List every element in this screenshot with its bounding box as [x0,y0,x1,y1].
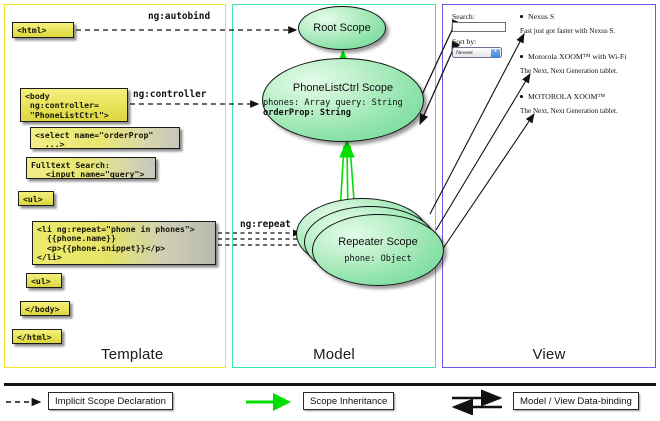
legend-green-arrow-icon [246,393,291,411]
panel-template-label: Template [101,346,164,363]
code-box-fulltext-search[interactable]: Fulltext Search: <input name="query"> [26,157,156,179]
sort-select-value: Newest [456,50,473,56]
phone-snippet: Fast just got faster with Nexus S. [520,27,616,35]
panel-model: Model [232,4,436,368]
phone-name: Motorola XOOM™ with Wi-Fi [520,52,648,61]
phone-name: MOTOROLA XOOM™ [520,92,648,101]
phone-name: Nexus S [520,12,648,21]
legend-double-arrow-icon [451,389,503,415]
code-box-li-repeat[interactable]: <li ng:repeat="phone in phones"> {{phone… [32,221,216,265]
edge-label-repeat: ng:repeat [240,219,291,230]
code-box-body-close[interactable]: </body> [20,301,70,316]
scope-phonelistctrl-title: PhoneListCtrl Scope [292,82,394,95]
search-label: Search: [452,12,475,21]
phone-snippet: The Next, Next Generation tablet. [520,107,618,115]
legend-item-model-view-data-binding: Model / View Data-binding [513,392,639,410]
code-box-select[interactable]: <select name="orderProp" ...> [30,127,180,149]
search-input[interactable] [452,22,506,32]
scope-prop-plain: phones: Array query: String [263,97,403,108]
code-box-html-close[interactable]: </html> [12,329,62,344]
legend-item-scope-inheritance: Scope Inheritance [303,392,395,410]
scope-phonelistctrl-props: phones: Array query: String orderProp: S… [263,98,423,118]
sort-label: Sort by: [452,37,477,46]
chevron-updown-icon: ▾ [491,49,500,58]
edge-label-autobind: ng:autobind [148,11,211,22]
list-item[interactable]: Motorola XOOM™ with Wi-Fi The Next, Next… [520,52,648,75]
scope-root-title: Root Scope [313,21,371,34]
code-box-ul-close[interactable]: <ul> [26,273,62,288]
sort-select[interactable]: Newest ▾ [452,47,502,58]
scope-repeater[interactable]: Repeater Scope phone: Object [312,214,444,286]
scope-repeater-props: phone: Object [344,254,412,265]
panel-model-label: Model [313,346,355,363]
scope-repeater-title: Repeater Scope [338,235,418,248]
legend: Implicit Scope Declaration Scope Inherit… [0,389,660,417]
edge-label-controller: ng:controller [133,89,207,100]
list-item[interactable]: MOTOROLA XOOM™ The Next, Next Generation… [520,92,648,115]
legend-item-implicit-scope-declaration: Implicit Scope Declaration [48,392,173,410]
list-item[interactable]: Nexus S Fast just got faster with Nexus … [520,12,648,35]
panel-view-label: View [532,346,566,363]
view-content: Search: Sort by: Newest ▾ Nexus S Fast j… [452,12,650,132]
phone-snippet: The Next, Next Generation tablet. [520,67,618,75]
code-box-html-open[interactable]: <html> [12,22,74,38]
scope-prop-orderprop: orderProp: String [263,107,351,118]
code-box-ul-open[interactable]: <ul> [18,191,54,206]
code-box-body-open[interactable]: <body ng:controller= "PhoneListCtrl"> [20,88,128,122]
scope-root[interactable]: Root Scope [298,6,386,50]
scope-phonelistctrl[interactable]: PhoneListCtrl Scope phones: Array query:… [262,58,424,142]
legend-dashed-arrow-icon [6,397,42,407]
legend-divider [4,383,656,386]
